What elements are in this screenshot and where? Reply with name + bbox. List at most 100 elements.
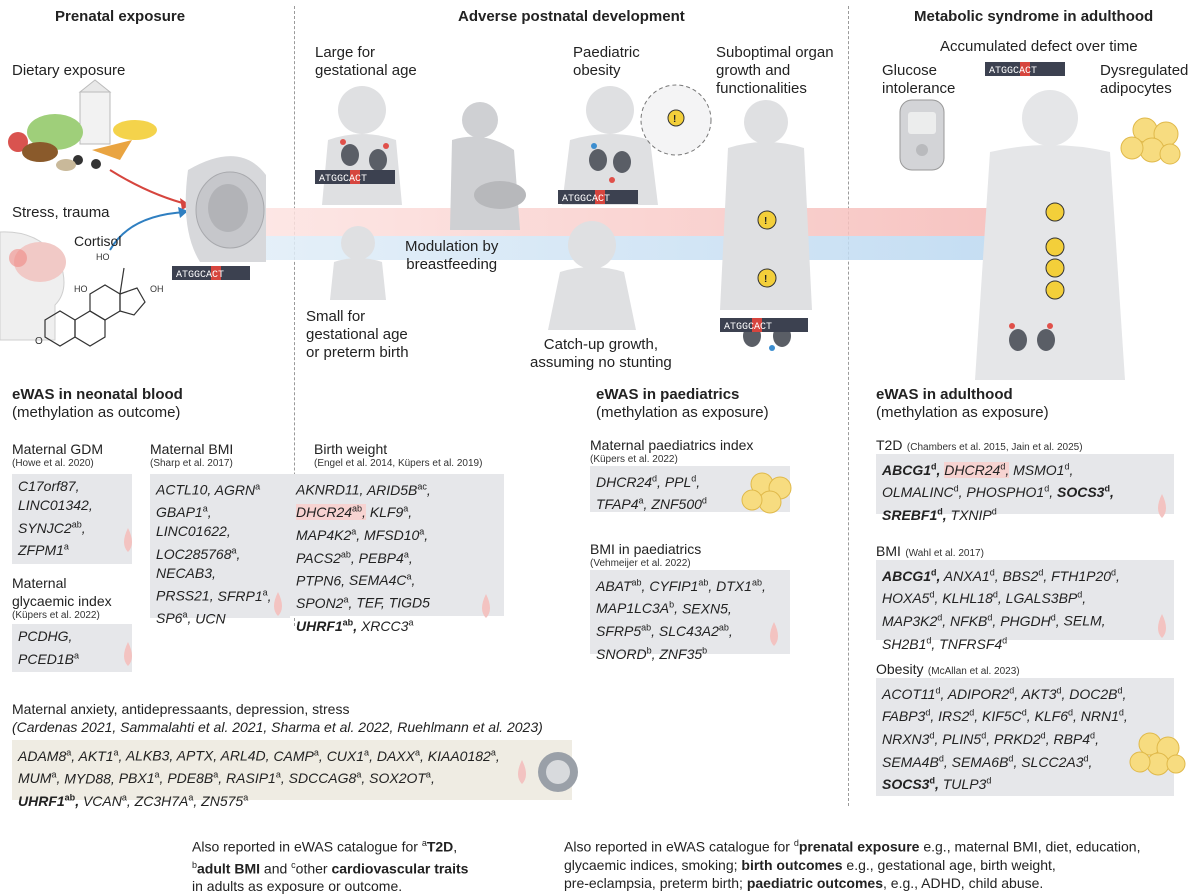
gene-name: FTH1P20d, [1051,567,1120,584]
group-glycaemic-title: Maternal glycaemic index (Küpers et al. … [12,575,112,621]
gene-line: NRXN3d, PLIN5d, PRKD2d, RBP4d, [882,726,1168,749]
glucose-meter-icon [899,99,945,171]
label-catchup: Catch-up growth,assuming no stunting [530,336,672,371]
section-neonatal: eWAS in neonatal blood(methylation as ou… [12,386,183,421]
dna-seq-organ: ATGGCACT [724,322,772,333]
gene-name: CYFIP1ab, [649,577,713,594]
genes-anxiety: ADAM8a, AKT1a, ALKB3, APTX, ARL4D, CAMPa… [12,740,572,809]
gene-name: SH2B1d, [882,634,936,652]
nucleosome-large [340,139,389,183]
gene-name: LOC285768a, [156,545,241,562]
gene-name: FABP3d, [882,707,935,725]
gene-line: SOCS3d, TULP3d [882,772,1168,795]
gene-name: DAXXa, [376,747,424,764]
svg-text:!: ! [764,216,767,227]
gene-line: ADAM8a, AKT1a, ALKB3, APTX, ARL4D, CAMPa… [18,743,566,766]
gene-name: SNORDb, [596,644,656,662]
gene-name: SFRP1a, [217,586,272,604]
gene-name: SEXN5, [681,600,732,617]
gene-name: LGALS3BPd, [1005,589,1087,607]
gene-name: DOC2Bd, [1069,685,1127,702]
nucleosome-obese [589,143,631,183]
label-dietary: Dietary exposure [12,62,126,79]
genes-paed-index: DHCR24d, PPLd,TFAP4a, ZNF500d [590,466,790,512]
gene-name: UHRF1ab, [18,792,80,809]
gene-name: ZN575a [201,792,249,809]
gene-name: ZC3H7Aa, [134,792,198,809]
gene-name: MAP3K2d, [882,612,947,629]
gene-name: DTX1ab, [716,577,766,594]
dna-strip-adult [985,62,1065,76]
gene-name: PLIN5d, [942,730,991,747]
gene-name: SEMA4Ca, [348,571,416,589]
group-t2d-title: T2D (Chambers et al. 2015, Jain et al. 2… [876,437,1083,453]
head-illustration [0,231,66,341]
gene-name: ADAM8a, [18,747,76,764]
gene-name: ARL4D, [220,747,270,764]
obese-child-silhouette [562,86,658,205]
gene-name: AKNRD11, [296,481,364,498]
gene-name: SOCS3d, [1056,483,1114,501]
dna-seq-large: ATGGCACT [319,174,367,185]
gene-name: MFSD10a, [364,526,429,543]
gene-line: AKNRD11, ARID5Bac, [296,477,498,500]
group-birthweight-title: Birth weight (Engel et al. 2014, Küpers … [314,441,483,469]
gene-name: PRKD2d, [993,730,1050,747]
gene-name: TNFRSF4d [939,634,1008,652]
womb-illustration [185,156,266,262]
label-cortisol: Cortisol [74,233,122,249]
gene-name: AGRNa [214,481,261,498]
gene-name: ZFPM1a [18,541,69,559]
gene-line: UHRF1ab, VCANa, ZC3H7Aa, ZN575a [18,788,566,811]
dna-strip-womb [172,266,250,280]
baby-large-silhouette [322,86,402,205]
stress-arrow [109,211,187,251]
footnote-left: Also reported in eWAS catalogue for aT2D… [192,838,469,895]
gene-name: PDE8Ba, [167,769,223,787]
gene-name: KIAA0182a, [427,747,500,764]
gene-name: PACS2ab, [296,548,355,566]
gene-name: SLCC2A3d, [1021,752,1093,770]
gene-line: GBAP1a, [156,500,284,523]
gene-name: SREBF1d, [882,506,947,523]
gene-line: TFAP4a, ZNF500d [596,492,784,515]
gene-line: NECAB3, [156,564,284,583]
gene-line: PTPN6, SEMA4Ca, [296,568,498,591]
gene-name: RBP4d, [1053,730,1099,747]
gene-line: PACS2ab, PEBP4a, [296,545,498,568]
gene-line: C17orf87, [18,477,126,496]
group-gdm-title: Maternal GDM (Howe et al. 2020) [12,441,104,469]
gene-name: DHCR24d, [596,473,661,490]
dna-strip-large [315,170,395,184]
adipocyte-cluster-icon [1120,117,1181,165]
gene-line: ZFPM1a [18,538,126,561]
gene-name: SYNJC2ab, [18,519,86,536]
gene-line: MAP3K2d, NFKBd, PHGDHd, SELM, [882,608,1168,631]
header-prenatal: Prenatal exposure [55,8,186,25]
gene-name: ZNF35b [659,644,708,662]
baby-small-silhouette [330,226,386,300]
gene-name: ALKB3, [125,747,174,764]
gene-line: SYNJC2ab, [18,515,126,538]
gene-name: ABATab, [596,577,646,594]
gene-name: KIF5Cd, [982,707,1031,725]
gene-name: ABCG1d, [882,461,941,478]
gene-line: SH2B1d, TNFRSF4d [882,631,1168,654]
svg-text:!: ! [764,274,767,285]
section-paediatrics: eWAS in paediatrics(methylation as expos… [596,386,769,421]
gene-name: IRS2d, [938,707,979,725]
gene-name: HOXA5d, [882,589,939,607]
gene-name: TIGD5 [388,594,430,611]
gene-name: OLMALINCd, [882,483,963,501]
footnote-right: Also reported in eWAS catalogue for dpre… [564,838,1141,891]
gene-name: KLF6d, [1034,707,1077,725]
gene-name: DHCR24ab, [296,503,366,521]
gene-line: ACTL10, AGRNa [156,477,284,500]
svg-text:OH: OH [150,284,164,294]
dna-strip-obese [558,190,638,204]
group-paed-bmi-title: BMI in paediatrics (Vehmeijer et al. 202… [590,541,702,569]
gene-name: CAMPa, [273,747,323,764]
gene-name: NRN1d, [1080,707,1128,725]
gene-line: MAP1LC3Ab, SEXN5, [596,596,784,619]
